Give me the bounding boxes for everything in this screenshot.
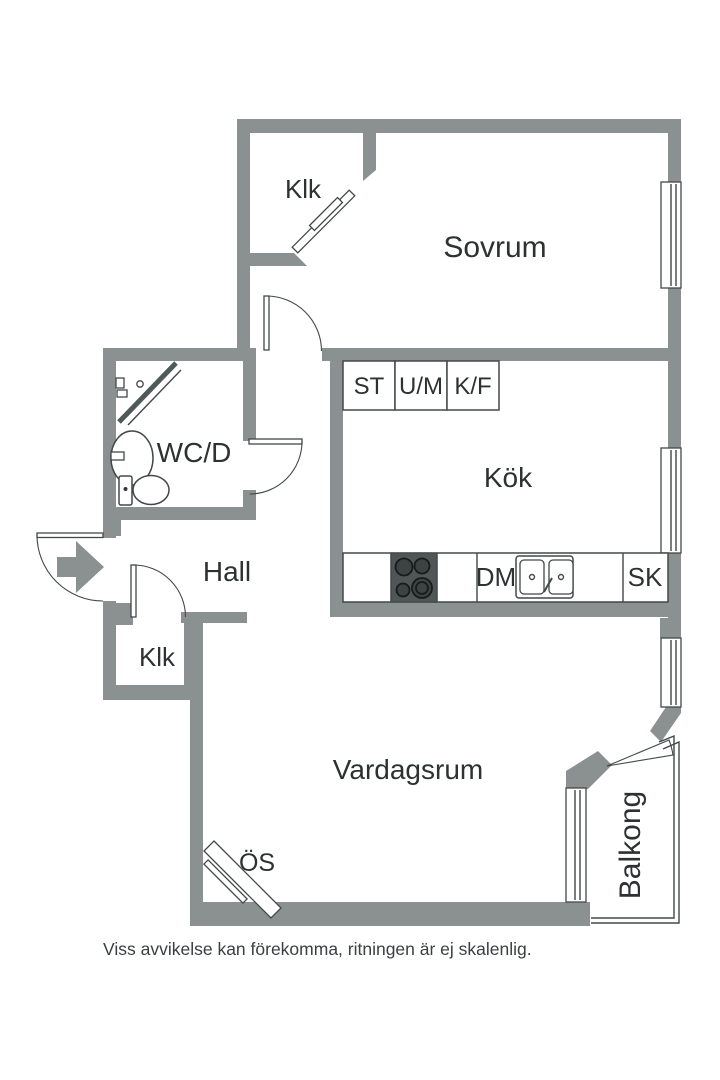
toilet-icon — [118, 474, 170, 506]
label-um: U/M — [399, 373, 443, 400]
wall-closet-top-bottom — [250, 253, 307, 266]
balcony-side-window — [565, 787, 587, 903]
walls — [103, 119, 681, 926]
wall-kitchen-left — [330, 361, 343, 617]
fireplace-icon — [202, 840, 282, 919]
label-kitchen: Kök — [484, 462, 533, 493]
wall-bathroom-top — [103, 348, 256, 361]
wall-entry-below-door — [103, 601, 116, 700]
doors — [36, 189, 674, 767]
label-bedroom: Sovrum — [443, 231, 546, 264]
shower-icon — [115, 361, 182, 426]
label-bathroom: WC/D — [157, 437, 232, 468]
balcony-door — [606, 739, 674, 767]
label-dishwasher: DM — [476, 562, 516, 592]
wall-balcony-diagonal-upper — [650, 707, 681, 742]
wall-bathroom-left — [103, 348, 116, 520]
stove-icon — [390, 552, 438, 603]
label-kf: K/F — [454, 373, 491, 400]
living-room-window — [660, 637, 682, 708]
wall-bathroom-right-b — [243, 490, 256, 520]
wall-kitchen-bottom — [330, 602, 668, 617]
wall-right-a — [668, 119, 681, 182]
bathroom-door — [248, 438, 303, 495]
wall-right-c — [668, 553, 681, 618]
wall-balcony-diagonal-lower — [566, 751, 612, 789]
wall-closet-hall-bottom — [103, 685, 197, 700]
room-labels: Klk Sovrum ST U/M K/F WC/D Kök Hall Klk … — [139, 174, 663, 899]
wall-right-b — [668, 288, 681, 448]
bedroom-door — [263, 295, 323, 352]
cabinet-um-box — [394, 360, 448, 411]
wall-living-left — [190, 612, 203, 926]
hall-closet-door — [130, 564, 187, 618]
wall-bedroom-bottom — [322, 348, 681, 361]
entrance-arrow-icon — [57, 541, 104, 593]
closet-sliding-door — [291, 189, 356, 254]
wall-entry-above-door — [103, 520, 116, 538]
cabinet-st-box — [342, 360, 396, 411]
bathroom-fixtures — [110, 361, 182, 506]
label-hall: Hall — [203, 556, 251, 587]
cabinet-kf-box — [446, 360, 500, 411]
kitchen-fittings — [342, 360, 669, 603]
wall-entry-nib-top — [116, 520, 121, 536]
wall-top-exterior — [237, 119, 681, 133]
label-balcony: Balkong — [614, 791, 647, 899]
wall-hall-living-divider — [181, 612, 247, 623]
wall-closet-hall-nib-left — [116, 603, 133, 625]
entrance-door — [36, 532, 104, 602]
balcony-rail-inner — [591, 734, 675, 919]
windows — [565, 181, 682, 903]
wall-living-bottom — [190, 902, 590, 926]
label-closet-hall: Klk — [139, 642, 176, 672]
label-fireplace: ÖS — [239, 849, 275, 877]
wall-closet-top-stub — [363, 133, 376, 181]
sink-icon — [515, 555, 574, 599]
kitchen-window — [660, 447, 682, 554]
wall-left-upper — [237, 119, 250, 361]
wall-right-step — [660, 618, 681, 638]
disclaimer-text: Viss avvikelse kan förekomma, ritningen … — [103, 939, 532, 959]
label-cabinet-sk: SK — [628, 562, 663, 592]
label-closet-top: Klk — [285, 174, 322, 204]
label-living-room: Vardagsrum — [333, 754, 483, 785]
wall-bathroom-bottom — [103, 507, 256, 520]
label-st: ST — [354, 373, 385, 400]
wall-bathroom-right-a — [243, 358, 256, 441]
bedroom-window — [660, 181, 682, 289]
